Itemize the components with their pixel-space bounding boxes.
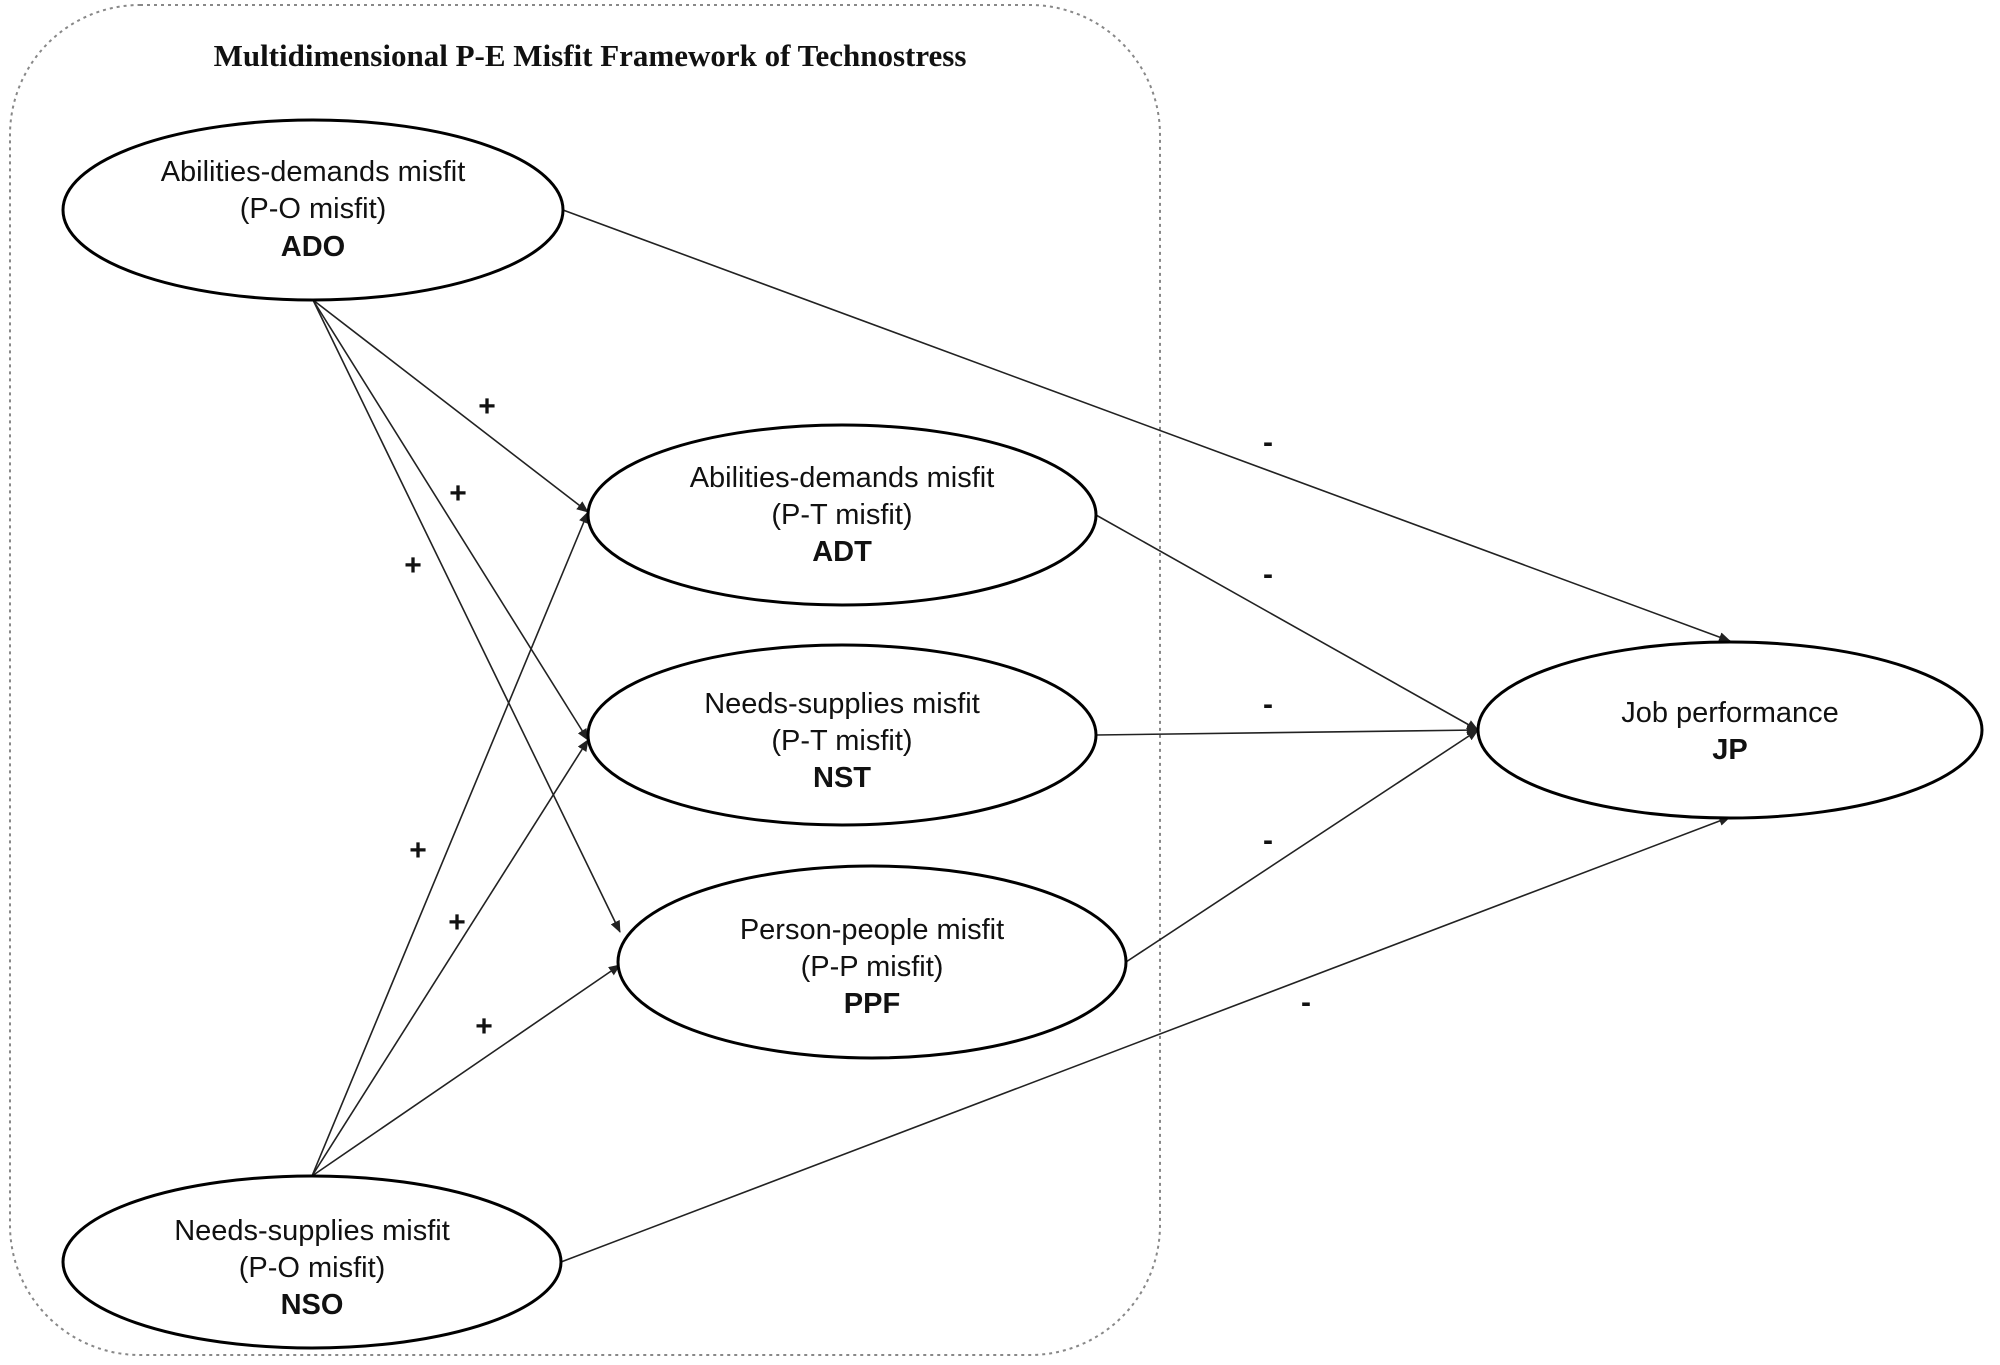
sign-adt-jp: -	[1263, 558, 1273, 591]
edge-ado-adt	[312, 299, 589, 513]
node-adt: Abilities-demands misfit (P-T misfit) AD…	[586, 423, 1098, 607]
node-jp-code: JP	[1712, 734, 1747, 766]
node-nso-shape	[61, 1174, 563, 1350]
node-ppf-shape	[616, 864, 1128, 1060]
edge-adt-jp	[1095, 514, 1479, 731]
node-jp-name: Job performance	[1621, 697, 1839, 729]
node-ado-type: (P-O misfit)	[240, 193, 387, 225]
node-nst-code: NST	[813, 762, 871, 794]
edge-ado-nst	[312, 299, 589, 741]
node-nso-type: (P-O misfit)	[239, 1252, 386, 1284]
node-nso: Needs-supplies misfit (P-O misfit) NSO	[61, 1174, 563, 1350]
node-ppf-code: PPF	[844, 988, 900, 1020]
edge-ado-jp	[562, 209, 1731, 642]
node-adt-type: (P-T misfit)	[771, 499, 912, 531]
edge-ppf-jp	[1125, 729, 1479, 963]
edge-nst-jp	[1095, 725, 1479, 736]
node-adt-shape	[586, 423, 1098, 607]
sign-nst-jp: -	[1263, 688, 1273, 721]
node-nst: Needs-supplies misfit (P-T misfit) NST	[586, 643, 1098, 827]
sign-ado-ppf: +	[404, 549, 422, 582]
sign-nso-ppf: +	[475, 1010, 493, 1043]
node-adt-code: ADT	[812, 536, 872, 568]
edge-nso-ppf	[311, 964, 621, 1177]
node-nso-name: Needs-supplies misfit	[174, 1215, 450, 1247]
edges-group	[311, 209, 1731, 1263]
node-ado-name: Abilities-demands misfit	[161, 156, 466, 188]
edge-nso-nst	[311, 739, 589, 1177]
node-ppf-type: (P-P misfit)	[801, 951, 944, 983]
sign-ado-jp: -	[1263, 426, 1273, 459]
edge-nso-adt	[311, 511, 589, 1177]
node-ado-code: ADO	[281, 231, 345, 263]
sign-ado-nst: +	[449, 477, 467, 510]
node-jp: Job performance JP	[1476, 640, 1984, 820]
sign-nso-adt: +	[409, 834, 427, 867]
node-nso-code: NSO	[281, 1289, 344, 1321]
sign-nso-nst: +	[448, 906, 466, 939]
sign-ado-adt: +	[478, 390, 496, 423]
sign-ppf-jp: -	[1263, 824, 1273, 857]
framework-boundary	[9, 4, 1161, 1356]
node-nst-type: (P-T misfit)	[771, 725, 912, 757]
edge-nso-jp	[560, 816, 1731, 1263]
node-ado-shape	[61, 118, 565, 302]
node-nst-shape	[586, 643, 1098, 827]
node-nst-name: Needs-supplies misfit	[704, 688, 980, 720]
node-jp-shape	[1476, 640, 1984, 820]
edge-signs-group: + + + + + + - - - - -	[404, 390, 1311, 1043]
node-ppf-name: Person-people misfit	[740, 914, 1004, 946]
node-ppf: Person-people misfit (P-P misfit) PPF	[616, 864, 1128, 1060]
node-adt-name: Abilities-demands misfit	[690, 462, 995, 494]
edge-ado-ppf	[312, 299, 621, 933]
node-ado: Abilities-demands misfit (P-O misfit) AD…	[61, 118, 565, 302]
framework-title: Multidimensional P-E Misfit Framework of…	[214, 38, 967, 73]
sign-nso-jp: -	[1301, 986, 1311, 1019]
